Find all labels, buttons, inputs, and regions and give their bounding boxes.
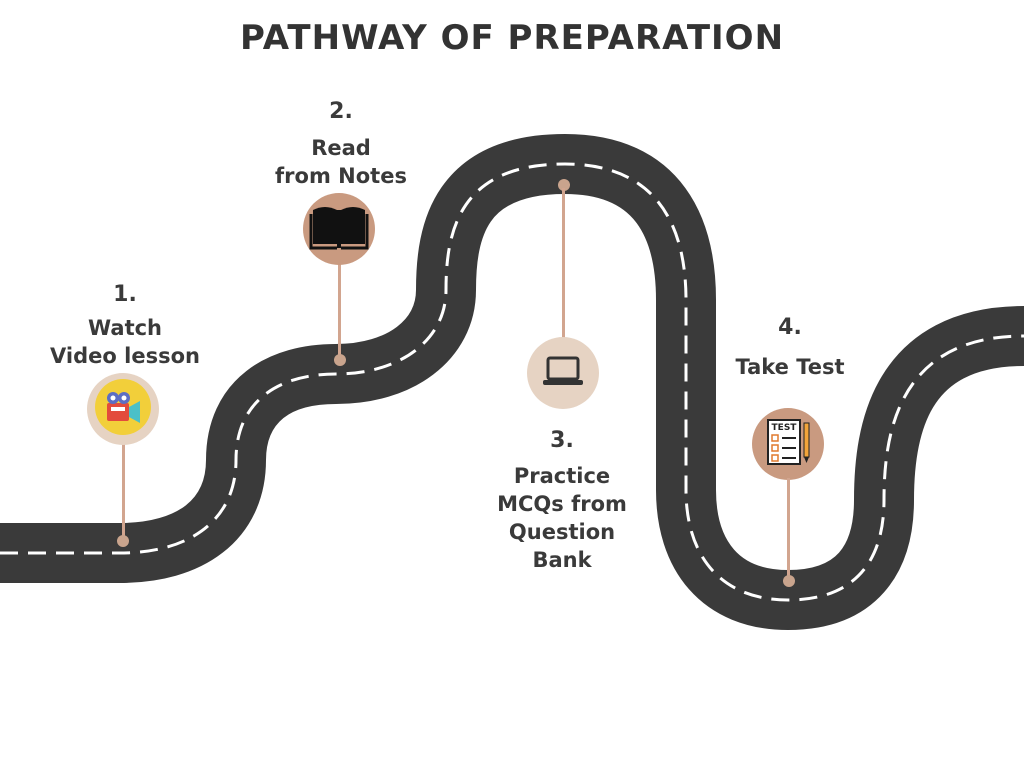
test-icon-text: TEST [772,423,798,433]
step-2-pin-line [338,262,341,358]
page-title: PATHWAY OF PREPARATION [239,18,785,58]
step-3-number: 3. [550,428,574,453]
step-4-badge: TEST [752,408,824,480]
test-checklist-icon: TEST [762,417,814,471]
open-book-icon [309,204,369,254]
step-3-label: Practice MCQs from Question Bank [497,464,627,572]
step-2-badge [303,193,375,265]
video-camera-icon [93,377,153,441]
step-1-number: 1. [113,282,137,307]
step-1-badge [87,373,159,445]
step-4-label: Take Test [735,355,845,379]
step-4-number: 4. [778,315,802,340]
step-4-pin-line [787,478,790,578]
step-2-label: Read from Notes [275,136,407,188]
step-2-number: 2. [329,99,353,124]
laptop-icon [541,354,585,392]
step-3-badge [527,337,599,409]
step-1-pin-line [122,440,125,540]
step-1-pin-dot [117,535,129,547]
step-3-pin-line [562,188,565,340]
step-1-label: Watch Video lesson [50,316,200,368]
step-4-pin-dot [783,575,795,587]
step-3-pin-dot [558,179,570,191]
step-2-pin-dot [334,354,346,366]
